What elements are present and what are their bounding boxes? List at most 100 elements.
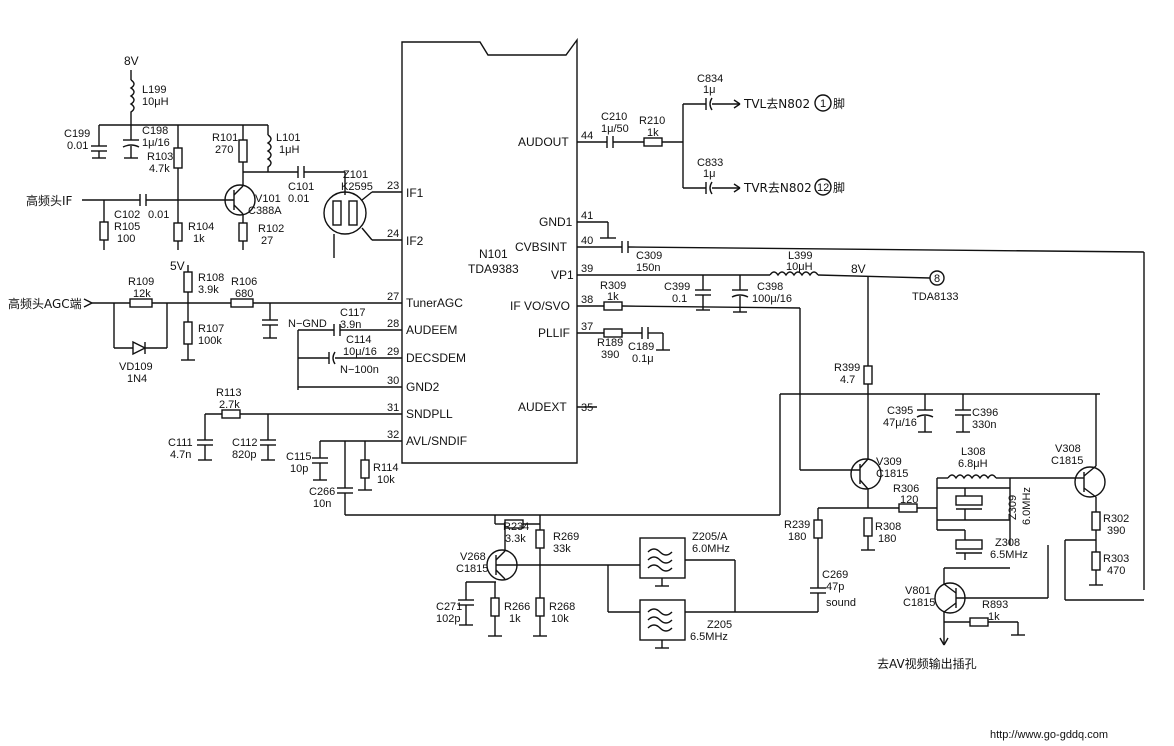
gnd1-ground xyxy=(600,222,616,239)
r107-resistor xyxy=(183,321,193,345)
c399-value: 0.1 xyxy=(672,293,687,305)
tvr-label: TVR去N802 xyxy=(743,181,812,195)
r269-value: 33k xyxy=(553,543,571,555)
c271-value: 102p xyxy=(436,613,460,625)
c198-ref: C198 xyxy=(142,125,168,137)
r113-ref: R113 xyxy=(216,387,241,399)
r234-value: 3.3k xyxy=(505,533,526,545)
r303-value: 470 xyxy=(1107,565,1125,577)
z308-ref: Z308 xyxy=(995,537,1020,549)
pin-40-name: CVBSINT xyxy=(515,240,568,254)
c834-ref: C834 xyxy=(697,73,723,85)
r239-ref: R239 xyxy=(784,519,810,531)
av-output-label: 去AV视频输出插孔 xyxy=(877,656,977,671)
r306-value: 120 xyxy=(900,494,918,506)
pin-32-num: 32 xyxy=(387,429,399,441)
pin-28-name: AUDEEM xyxy=(406,323,457,337)
v268-value: C1815 xyxy=(456,563,488,575)
z205-filter xyxy=(639,599,686,641)
v309-value: C1815 xyxy=(876,468,908,480)
ic-part: TDA9383 xyxy=(468,262,519,276)
r108-resistor xyxy=(183,271,193,293)
c114-ref: C114 xyxy=(346,334,371,346)
tvr-pin-suffix: 脚 xyxy=(833,180,845,195)
c309-value: 150n xyxy=(636,262,660,274)
pin-31-name: SNDPLL xyxy=(406,407,453,421)
z205-ref: Z205 xyxy=(707,619,732,631)
r308-resistor xyxy=(863,517,873,537)
pin-24-num: 24 xyxy=(387,228,399,240)
c199-value: 0.01 xyxy=(67,140,88,152)
l308-inductor xyxy=(947,474,997,480)
pin-30-num: 30 xyxy=(387,375,399,387)
r309-ref: R309 xyxy=(600,280,626,292)
c834-value: 1μ xyxy=(703,84,715,96)
ic-n101: N101 TDA9383 23 IF1 24 IF2 27 TunerAGC 2… xyxy=(240,37,770,464)
r303-ref: R303 xyxy=(1103,553,1129,565)
c266-value: 10n xyxy=(313,498,331,510)
r210-ref: R210 xyxy=(639,115,665,127)
c111-ref: C111 xyxy=(168,437,193,449)
r399-resistor xyxy=(863,365,873,385)
c269-value: 47p xyxy=(826,581,844,593)
c398-value: 100μ/16 xyxy=(752,293,792,305)
r308-value: 180 xyxy=(878,533,896,545)
r104-resistor xyxy=(173,222,183,242)
r103-resistor xyxy=(173,147,183,169)
c189-value: 0.1μ xyxy=(632,353,654,365)
n-gnd-label: N−GND xyxy=(288,318,327,330)
r308-ref: R308 xyxy=(875,521,901,533)
pin-37-name: PLLIF xyxy=(538,326,570,340)
v308-ref: V308 xyxy=(1055,443,1081,455)
agc-output-label: 高频头AGC端 xyxy=(8,296,82,311)
r266-value: 1k xyxy=(509,613,521,625)
v801-ref: V801 xyxy=(905,585,931,597)
v268-ref: V268 xyxy=(460,551,486,563)
pin-27-name: TunerAGC xyxy=(406,296,463,310)
r108-value: 3.9k xyxy=(198,284,219,296)
r104-ref: R104 xyxy=(188,221,214,233)
c271-ref: C271 xyxy=(436,601,462,613)
r399-ref: R399 xyxy=(834,362,860,374)
tuner-if-section: 8V L199 10μH C199 0.01 C198 1μ/16 R103 4… xyxy=(26,54,373,258)
r266-ref: R266 xyxy=(504,601,530,613)
supply-5v: 5V xyxy=(170,259,185,273)
r109-ref: R109 xyxy=(128,276,154,288)
l399-ref: L399 xyxy=(788,250,812,262)
z309-value: 6.0MHz xyxy=(1021,487,1033,525)
l101-inductor xyxy=(266,134,272,172)
tda8133-label: TDA8133 xyxy=(912,291,958,303)
l399-value: 10μH xyxy=(786,261,813,273)
v309-ref: V309 xyxy=(876,456,902,468)
tda8133-node xyxy=(929,270,945,286)
pin-40-num: 40 xyxy=(581,235,593,247)
pin-23-num: 23 xyxy=(387,180,399,192)
r210-value: 1k xyxy=(647,127,659,139)
l308-value: 6.8μH xyxy=(958,458,988,470)
pin-29-num: 29 xyxy=(387,346,399,358)
c198-value: 1μ/16 xyxy=(142,137,170,149)
c199-ref: C199 xyxy=(64,128,90,140)
agc-section: 5V R108 3.9k R106 680 R109 12k 高频头AGC端 V… xyxy=(8,259,379,390)
v101-ref: V101 xyxy=(255,193,281,205)
pin-24-name: IF2 xyxy=(406,234,424,248)
l399-inductor xyxy=(769,271,819,277)
ic-ref: N101 xyxy=(479,247,508,261)
tvr-pin-circle xyxy=(814,178,832,196)
audio-out-section: C210 1μ/50 R210 1k C834 1μ TVL去N802 1 脚 … xyxy=(601,73,845,196)
r268-ref: R268 xyxy=(549,601,575,613)
r114-value: 10k xyxy=(377,474,395,486)
r189-resistor xyxy=(603,328,623,338)
pin-41-num: 41 xyxy=(581,210,593,222)
v308-value: C1815 xyxy=(1051,455,1083,467)
z205a-ref: Z205/A xyxy=(692,531,728,543)
pin-27-num: 27 xyxy=(387,291,399,303)
c210-ref: C210 xyxy=(601,111,627,123)
z309-ref: Z309 xyxy=(1007,495,1019,520)
c111-value: 4.7n xyxy=(170,449,191,461)
r106-ref: R106 xyxy=(231,276,257,288)
r106-value: 680 xyxy=(235,288,253,300)
tvl-pin-num: 1 xyxy=(820,98,826,110)
c269-note: sound xyxy=(826,597,856,609)
z309-crystal xyxy=(955,495,983,506)
